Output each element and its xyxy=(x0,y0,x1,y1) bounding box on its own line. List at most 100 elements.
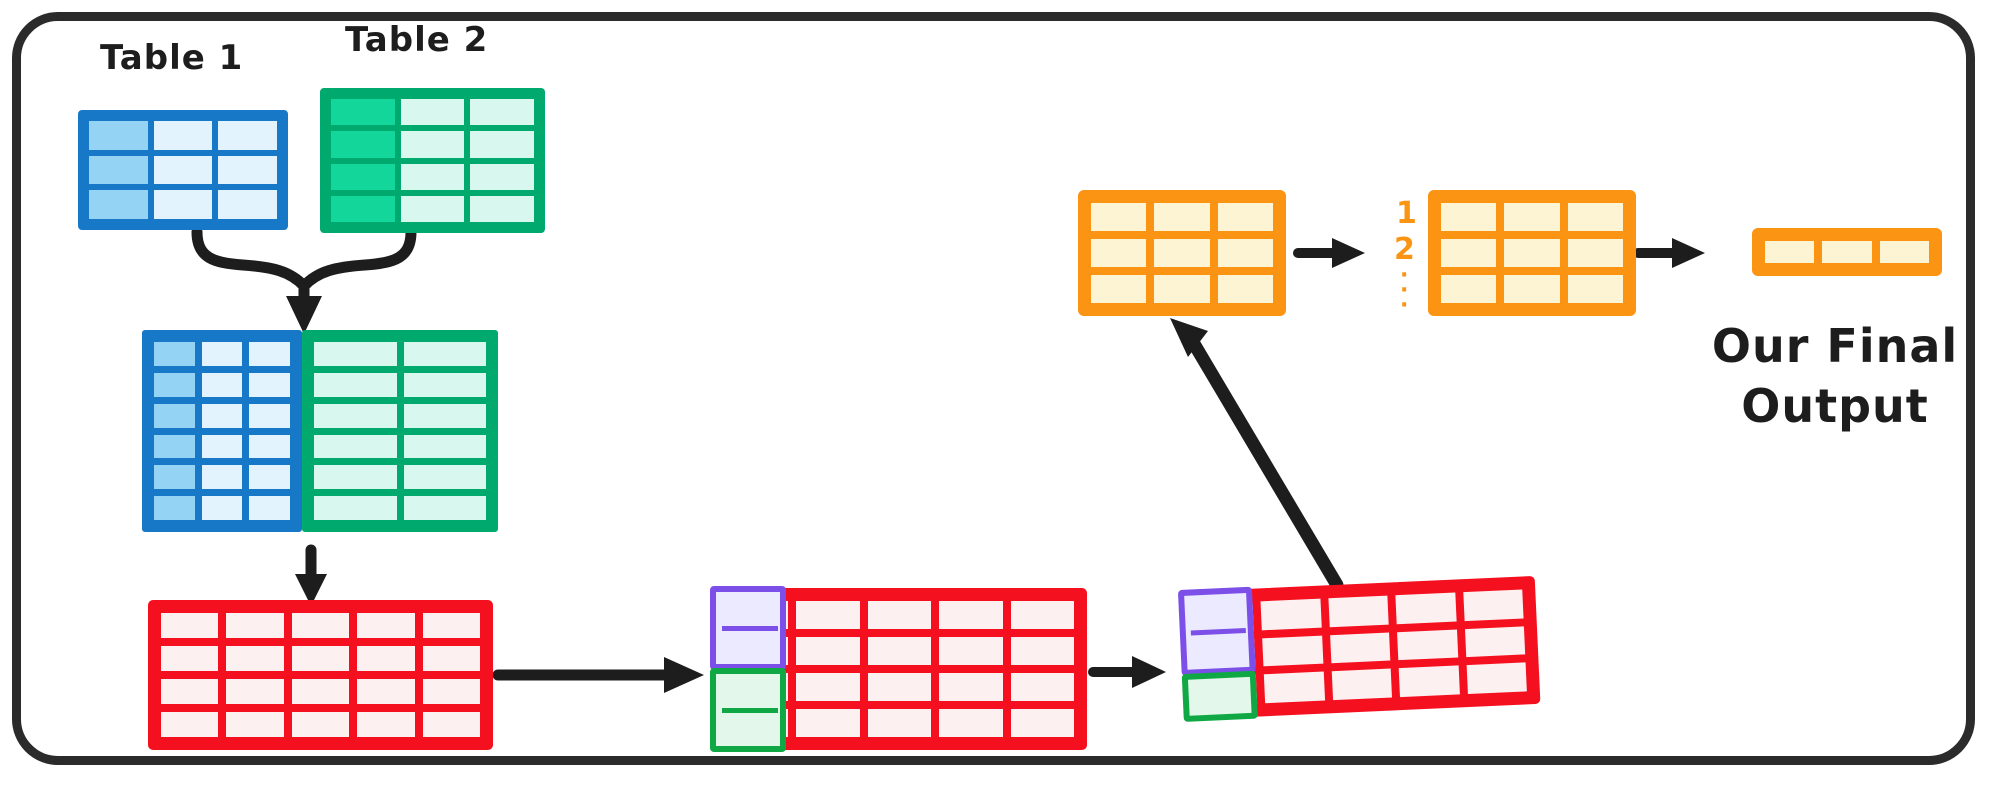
table-cell xyxy=(291,712,350,737)
table-cell xyxy=(201,465,243,490)
table-cell xyxy=(400,99,465,126)
table-cell xyxy=(1466,662,1527,695)
table-cell xyxy=(291,679,350,704)
table-cell xyxy=(1217,275,1273,303)
table-cell xyxy=(154,465,195,490)
table-cell xyxy=(1260,598,1322,630)
table-cell xyxy=(249,496,290,520)
table-cell xyxy=(226,613,284,638)
table-cell xyxy=(796,637,860,665)
green-inner-divider xyxy=(722,708,778,713)
table-cell xyxy=(1010,601,1074,629)
table-cell xyxy=(314,342,397,366)
table-cell xyxy=(89,121,148,150)
table-cell xyxy=(1879,241,1929,263)
row-ellipsis: ··· xyxy=(1400,263,1409,318)
table-cell xyxy=(1397,629,1458,661)
green-highlight-box xyxy=(1181,670,1258,722)
table-cell xyxy=(314,434,397,459)
table-cell xyxy=(1395,592,1457,624)
table-cell xyxy=(1462,589,1524,621)
final-output-label-line2: Output xyxy=(1741,379,1929,433)
table-cell xyxy=(89,190,148,219)
table-cell xyxy=(1328,595,1389,627)
table-cell xyxy=(291,646,350,671)
table-cell xyxy=(400,163,465,190)
table-cell xyxy=(470,131,534,158)
table-cell xyxy=(201,434,243,459)
table-cell xyxy=(796,673,860,701)
orange-final-row xyxy=(1752,228,1942,276)
table-cell xyxy=(1154,239,1210,267)
table-cell xyxy=(161,712,219,737)
table-cell xyxy=(1822,241,1872,263)
table-cell xyxy=(403,372,486,397)
table-cell xyxy=(1567,275,1623,303)
table-cell xyxy=(1464,626,1526,658)
table-cell xyxy=(939,709,1003,737)
table-cell xyxy=(161,679,219,704)
table-cell xyxy=(201,403,243,428)
table-cell xyxy=(1504,203,1560,231)
table-cell xyxy=(1010,637,1074,665)
table-cell xyxy=(226,712,284,737)
table-cell xyxy=(201,372,243,397)
table-cell xyxy=(867,637,932,665)
table-cell xyxy=(153,190,213,219)
row-number-2: 2 xyxy=(1394,232,1415,267)
table-cell xyxy=(153,121,213,150)
table-cell xyxy=(314,403,397,428)
merged-table-green-part xyxy=(302,330,498,532)
table-cell xyxy=(470,99,534,126)
table-cell xyxy=(796,709,860,737)
table-cell xyxy=(1331,668,1393,701)
table-cell xyxy=(218,190,277,219)
red-table-2-group xyxy=(710,586,1087,752)
table-cell xyxy=(314,465,397,490)
table-cell xyxy=(939,637,1003,665)
table-cell xyxy=(1154,275,1210,303)
table-cell xyxy=(1262,635,1324,667)
table-cell xyxy=(357,712,415,737)
table-cell xyxy=(1567,239,1623,267)
table-cell xyxy=(226,679,284,704)
table-cell xyxy=(796,601,860,629)
table-cell xyxy=(249,465,290,490)
table-cell xyxy=(218,155,277,185)
purple-inner-divider xyxy=(722,626,778,631)
table-cell xyxy=(867,709,932,737)
table-2-label: Table 2 xyxy=(345,20,489,60)
table-cell xyxy=(1441,275,1497,303)
red-table-1 xyxy=(148,600,493,750)
table-cell xyxy=(1217,203,1273,231)
table-cell xyxy=(1091,239,1147,267)
table-cell xyxy=(291,613,350,638)
table-cell xyxy=(470,195,534,222)
table-cell xyxy=(1398,665,1460,698)
table-cell xyxy=(314,372,397,397)
table-cell xyxy=(1567,203,1623,231)
table-cell xyxy=(201,342,243,366)
final-output-label-line1: Our Final xyxy=(1711,319,1959,373)
orange-table-2 xyxy=(1428,190,1636,316)
table-cell xyxy=(1329,632,1391,664)
table-cell xyxy=(1154,203,1210,231)
table-cell xyxy=(867,601,932,629)
table-cell xyxy=(1441,203,1497,231)
table-cell xyxy=(218,121,277,150)
table-cell xyxy=(154,496,195,520)
table-cell xyxy=(314,496,397,520)
table-cell xyxy=(400,195,465,222)
table-cell xyxy=(249,434,290,459)
red-table-3-group xyxy=(1177,575,1541,722)
table-cell xyxy=(153,155,213,185)
table-cell xyxy=(331,131,395,158)
table-cell xyxy=(422,646,480,671)
merged-table-blue-part xyxy=(142,330,302,532)
table-cell xyxy=(470,163,534,190)
table-cell xyxy=(89,155,148,185)
table-cell xyxy=(161,613,219,638)
table-cell xyxy=(403,496,486,520)
row-number-1: 1 xyxy=(1396,196,1417,231)
table-1 xyxy=(78,110,288,230)
